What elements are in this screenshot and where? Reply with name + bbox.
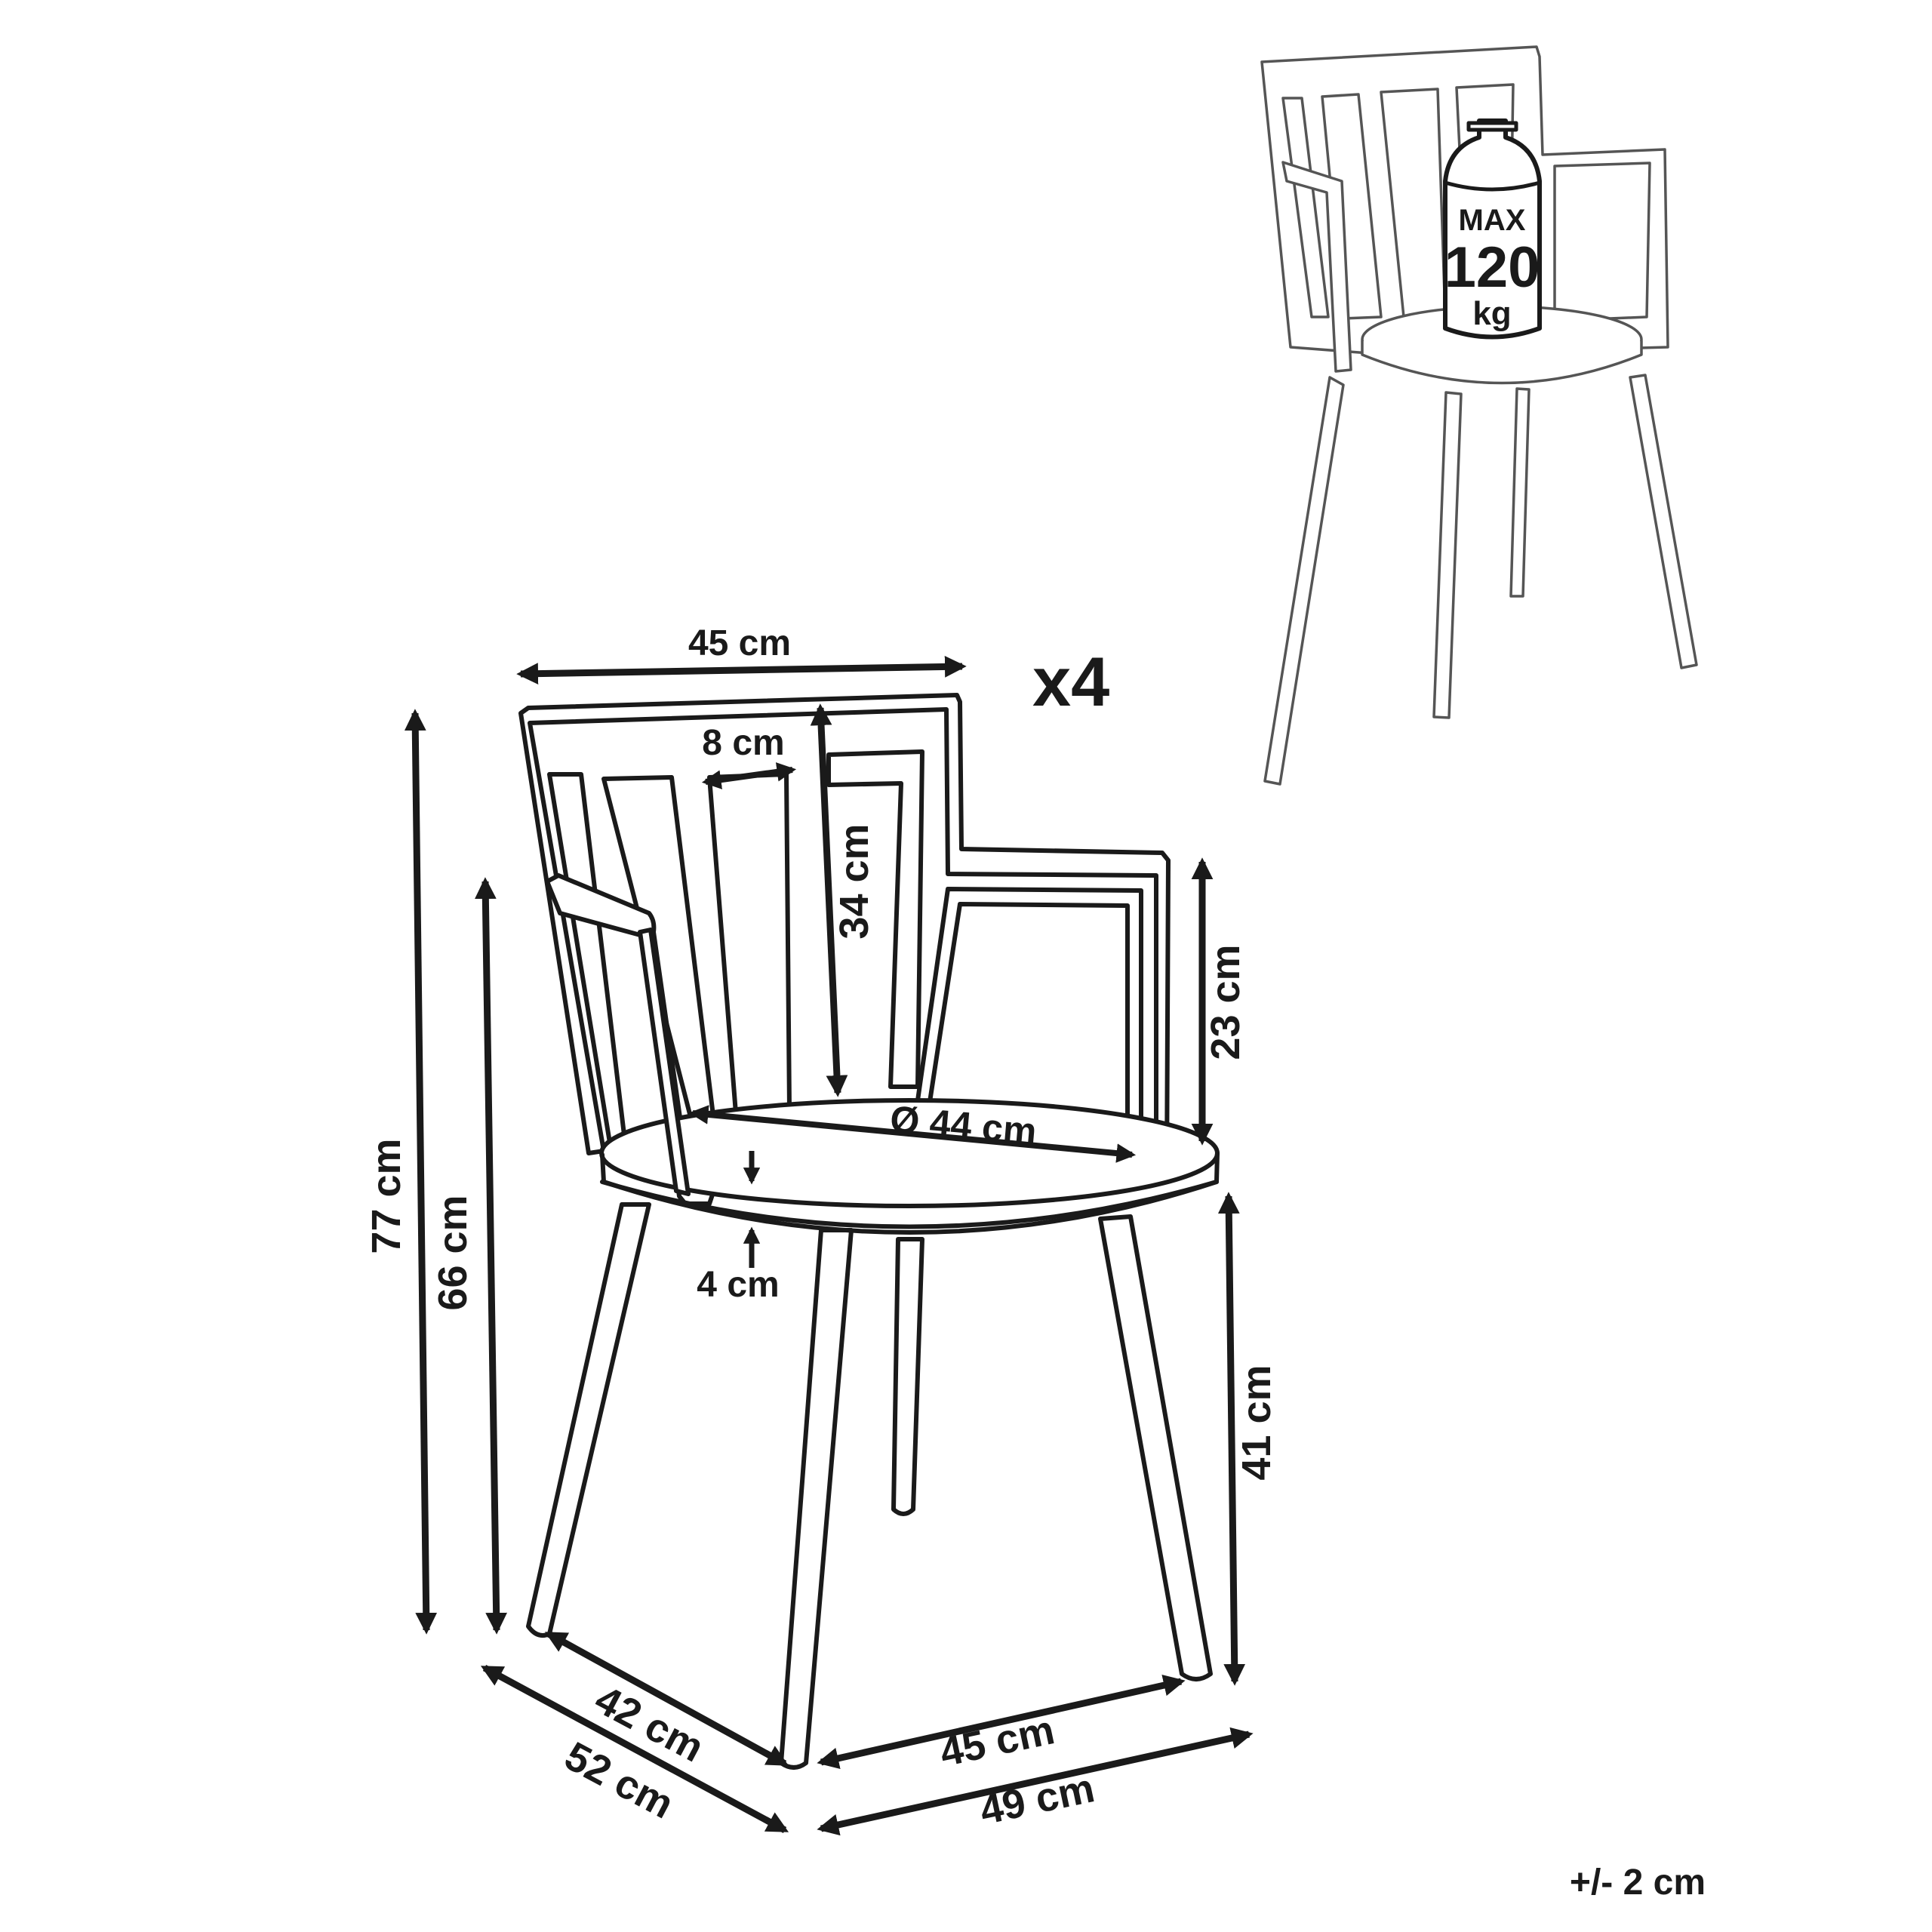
- max-load-weight-icon: MAX 120 kg: [1443, 118, 1542, 340]
- reference-chair-illustration: MAX 120 kg: [1260, 45, 1698, 786]
- dimension-lines: [404, 655, 1254, 1836]
- arm-height-label: 23 cm: [1203, 944, 1248, 1060]
- back-height-label: 34 cm: [832, 823, 877, 939]
- tolerance-note: +/- 2 cm: [1570, 1863, 1706, 1903]
- arm-top-height-label: 66 cm: [430, 1195, 475, 1310]
- width-inner-label: 45 cm: [936, 1707, 1058, 1776]
- max-load-unit: kg: [1472, 295, 1511, 332]
- max-load-label: MAX: [1459, 204, 1526, 237]
- max-load-value: 120: [1444, 235, 1540, 300]
- back-width-label: 45 cm: [688, 623, 791, 663]
- seat-height-label: 41 cm: [1234, 1364, 1279, 1480]
- total-height-label: 77 cm: [364, 1138, 409, 1254]
- multiplier-label: x4: [1032, 644, 1109, 721]
- slat-width-label: 8 cm: [702, 723, 784, 763]
- seat-thickness-label: 4 cm: [697, 1265, 779, 1305]
- width-outer-label: 49 cm: [976, 1765, 1098, 1834]
